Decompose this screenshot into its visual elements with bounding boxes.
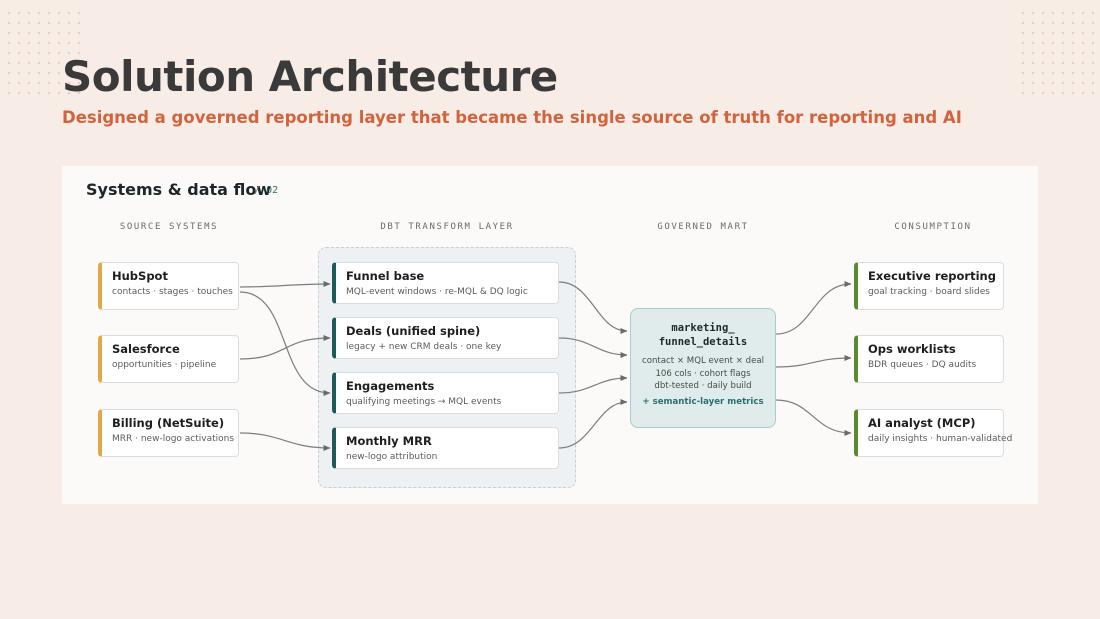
dbt-node-subtitle: MQL-event windows · re-MQL & DQ logic bbox=[346, 287, 528, 297]
decorative-dot-grid-left bbox=[4, 8, 84, 98]
arrow-mart-ai-analyst bbox=[775, 399, 852, 436]
arrow-deals-mart bbox=[558, 337, 628, 358]
consumer-node-ai-analyst: AI analyst (MCP) daily insights · human-… bbox=[854, 409, 1013, 457]
arrow-funnel-base-mart bbox=[558, 281, 628, 334]
diagram-panel: Systems & data flow / 02 SOURCE SYSTEMS … bbox=[62, 166, 1038, 504]
decorative-dot-grid-right bbox=[1018, 8, 1094, 98]
mart-detail-line: contact × MQL event × deal bbox=[641, 356, 765, 366]
dbt-node-title: Funnel base bbox=[346, 269, 425, 283]
mart-detail-line: dbt-tested · daily build bbox=[654, 381, 752, 391]
dbt-node-subtitle: legacy + new CRM deals · one key bbox=[346, 342, 502, 352]
arrow-hubspot-funnel-base bbox=[239, 281, 331, 288]
arrow-engagements-mart bbox=[558, 375, 628, 394]
mart-detail-line: 106 cols · cohort flags bbox=[655, 368, 751, 379]
dbt-node-title: Deals (unified spine) bbox=[346, 324, 481, 338]
source-node-subtitle: contacts · stages · touches bbox=[112, 287, 233, 297]
source-node-subtitle: opportunities · pipeline bbox=[112, 360, 217, 370]
column-heading-sources: SOURCE SYSTEMS bbox=[119, 222, 219, 232]
column-heading-consumption: CONSUMPTION bbox=[894, 222, 972, 232]
source-node-salesforce: Salesforce opportunities · pipeline bbox=[98, 335, 239, 383]
mart-metrics-line: + semantic-layer metrics bbox=[642, 396, 764, 407]
source-node-title: Salesforce bbox=[112, 342, 180, 356]
source-node-subtitle: MRR · new-logo activations bbox=[112, 434, 235, 444]
source-node-billing: Billing (NetSuite) MRR · new-logo activa… bbox=[98, 409, 239, 457]
dbt-node-subtitle: new-logo attribution bbox=[346, 452, 438, 462]
dbt-node-deals: Deals (unified spine) legacy + new CRM d… bbox=[332, 317, 559, 359]
arrow-billing-monthly-mrr bbox=[239, 432, 331, 451]
dbt-node-funnel-base: Funnel base MQL-event windows · re-MQL &… bbox=[332, 262, 559, 304]
arrow-salesforce-deals bbox=[239, 335, 331, 360]
source-node-title: Billing (NetSuite) bbox=[112, 416, 225, 430]
dbt-node-title: Monthly MRR bbox=[346, 434, 432, 448]
dbt-node-title: Engagements bbox=[346, 379, 435, 393]
consumer-node-ops-worklists: Ops worklists BDR queues · DQ audits bbox=[854, 335, 1004, 383]
dbt-node-subtitle: qualifying meetings → MQL events bbox=[346, 397, 502, 407]
slide-title: Solution Architecture bbox=[62, 52, 558, 101]
governed-mart-node: marketing_ funnel_details contact × MQL … bbox=[630, 308, 776, 428]
arrow-mart-executive-reporting bbox=[775, 281, 852, 335]
consumer-node-executive-reporting: Executive reporting goal tracking · boar… bbox=[854, 262, 1004, 310]
column-heading-mart: GOVERNED MART bbox=[657, 222, 749, 232]
panel-number-value: 02 bbox=[266, 185, 279, 196]
dbt-node-engagements: Engagements qualifying meetings → MQL ev… bbox=[332, 372, 559, 414]
arrow-monthly-mrr-mart bbox=[558, 399, 628, 449]
slide-subtitle: Designed a governed reporting layer that… bbox=[62, 108, 962, 127]
column-heading-dbt: DBT TRANSFORM LAYER bbox=[380, 222, 514, 232]
consumer-node-title: Ops worklists bbox=[868, 342, 956, 356]
dbt-node-monthly-mrr: Monthly MRR new-logo attribution bbox=[332, 427, 559, 469]
arrow-hubspot-engagements bbox=[239, 291, 331, 396]
panel-number-slash: / bbox=[254, 185, 261, 196]
mart-title-line-2: funnel_details bbox=[658, 336, 748, 348]
source-node-hubspot: HubSpot contacts · stages · touches bbox=[98, 262, 239, 310]
consumer-node-subtitle: goal tracking · board slides bbox=[868, 287, 990, 297]
panel-title: Systems & data flow bbox=[86, 180, 272, 199]
panel-number: / 02 bbox=[254, 185, 278, 196]
consumer-node-title: AI analyst (MCP) bbox=[868, 416, 976, 430]
flow-arrows bbox=[239, 281, 852, 451]
consumer-node-title: Executive reporting bbox=[868, 269, 996, 283]
consumer-node-subtitle: BDR queues · DQ audits bbox=[868, 360, 977, 370]
consumer-node-subtitle: daily insights · human-validated bbox=[868, 434, 1013, 444]
arrow-mart-ops-worklists bbox=[775, 355, 852, 368]
mart-title-line-1: marketing_ bbox=[671, 322, 735, 334]
source-node-title: HubSpot bbox=[112, 269, 168, 283]
